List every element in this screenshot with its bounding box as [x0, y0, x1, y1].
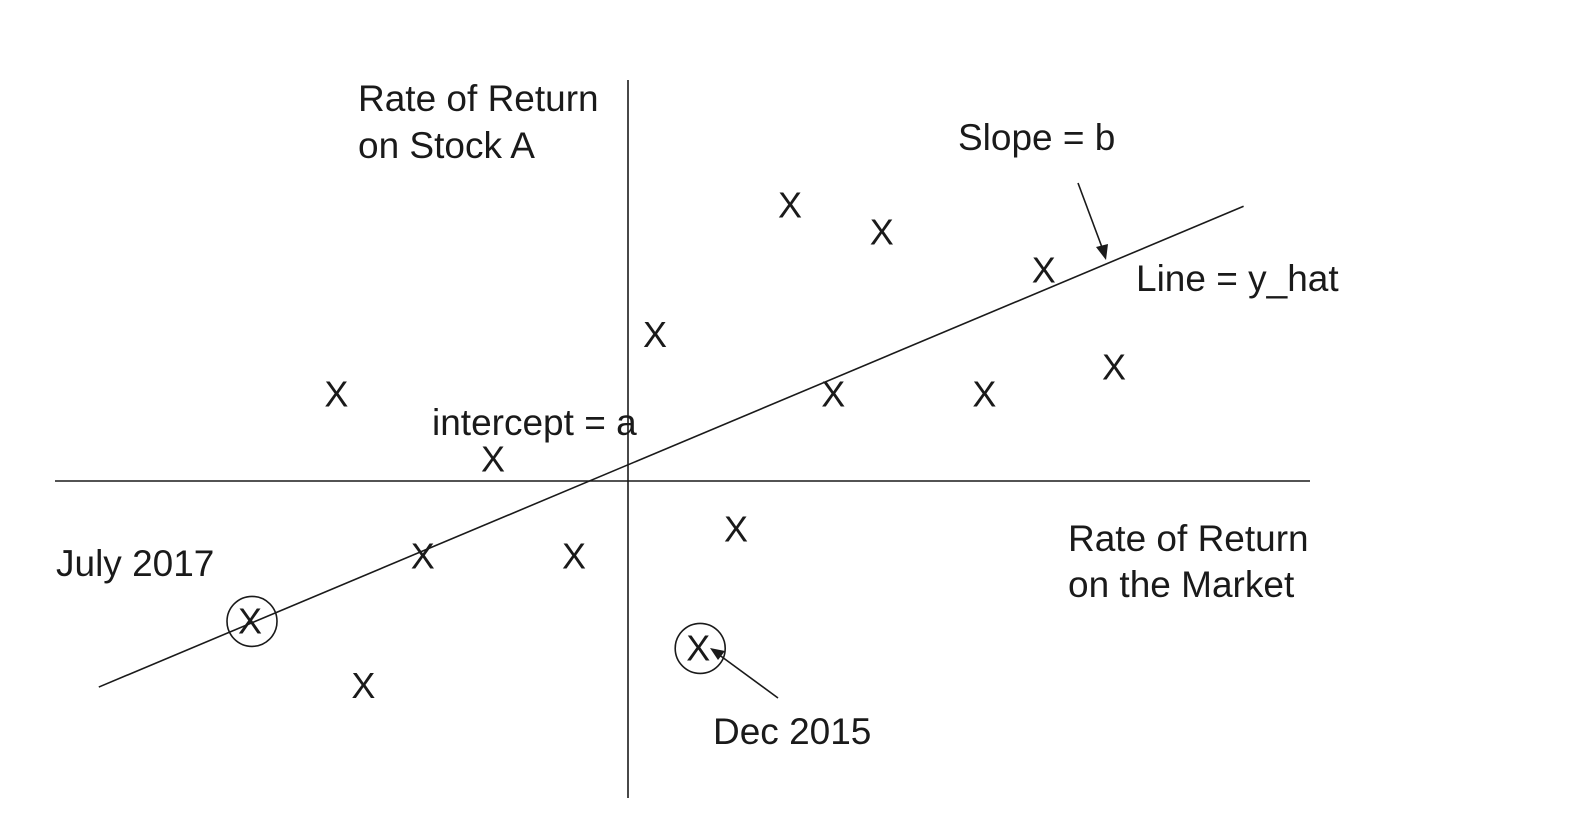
data-point-2: X — [481, 438, 505, 479]
data-point-1: X — [324, 374, 348, 415]
highlight-circle-15 — [674, 622, 727, 675]
x-axis-label-line1: Rate of Return — [1068, 518, 1309, 559]
data-point-5: X — [238, 600, 262, 641]
slope-label: Slope = b — [958, 117, 1115, 158]
line-label: Line = y_hat — [1136, 258, 1339, 299]
july-2017-label: July 2017 — [56, 543, 214, 584]
data-point-6: X — [351, 665, 375, 706]
slope-arrowhead — [1096, 244, 1108, 260]
highlight-circle-5 — [226, 595, 278, 648]
data-point-15: X — [686, 627, 710, 668]
data-point-8: X — [778, 185, 802, 226]
data-point-10: X — [1032, 249, 1056, 290]
dec-arrowhead — [710, 648, 725, 660]
data-point-12: X — [972, 374, 996, 415]
data-point-7: X — [643, 314, 667, 355]
regression-line — [98, 205, 1244, 688]
dec-arrow — [717, 653, 779, 699]
dec-2015-label: Dec 2015 — [713, 711, 871, 752]
slope-arrow — [1077, 182, 1104, 251]
x-axis-label-line2: on the Market — [1068, 564, 1295, 605]
data-point-13: X — [1102, 347, 1126, 388]
y-axis-label-line2: on Stock A — [358, 125, 535, 166]
data-point-4: X — [562, 536, 586, 577]
data-point-14: X — [724, 509, 748, 550]
data-point-9: X — [870, 212, 894, 253]
data-point-11: X — [821, 374, 845, 415]
intercept-label: intercept = a — [432, 402, 637, 443]
y-axis-label-line1: Rate of Return — [358, 78, 599, 119]
data-point-3: X — [411, 536, 435, 577]
